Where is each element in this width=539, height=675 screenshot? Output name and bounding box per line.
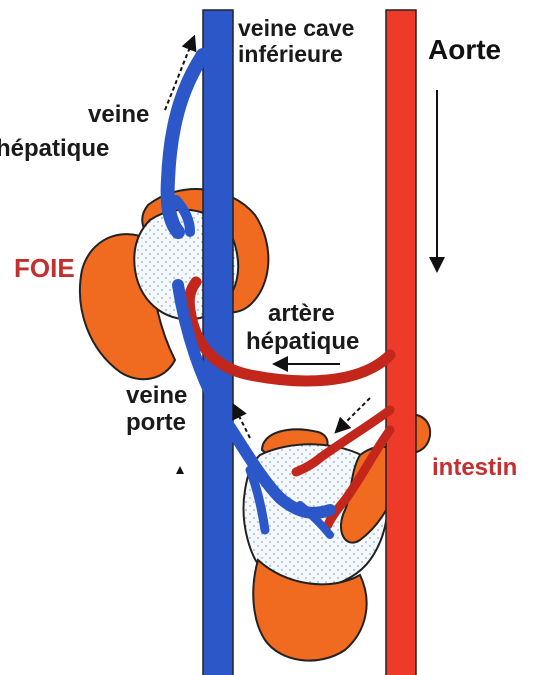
portal-vein-label-line1: veine [126,384,187,408]
vena-cava-label-line2: inférieure [238,43,343,66]
hepatic-vein-label-line2: -hépatique [0,137,109,161]
hepatic-vein-label-line1: veine [88,103,149,127]
liver-label: FOIE [14,255,75,281]
portal-vein-label-line2: porte [126,411,186,435]
hepatic-artery-label-line1: artère [268,302,335,326]
aorta [386,10,416,675]
vena-cava-label-line1: veine cave [238,17,354,40]
vena-cava [203,10,233,675]
hepatic-artery-label-line2: hépatique [246,330,359,354]
intestine-label: intestin [432,456,517,480]
aorta-label: Aorte [428,36,501,64]
arrow-small-triangle [176,466,184,474]
